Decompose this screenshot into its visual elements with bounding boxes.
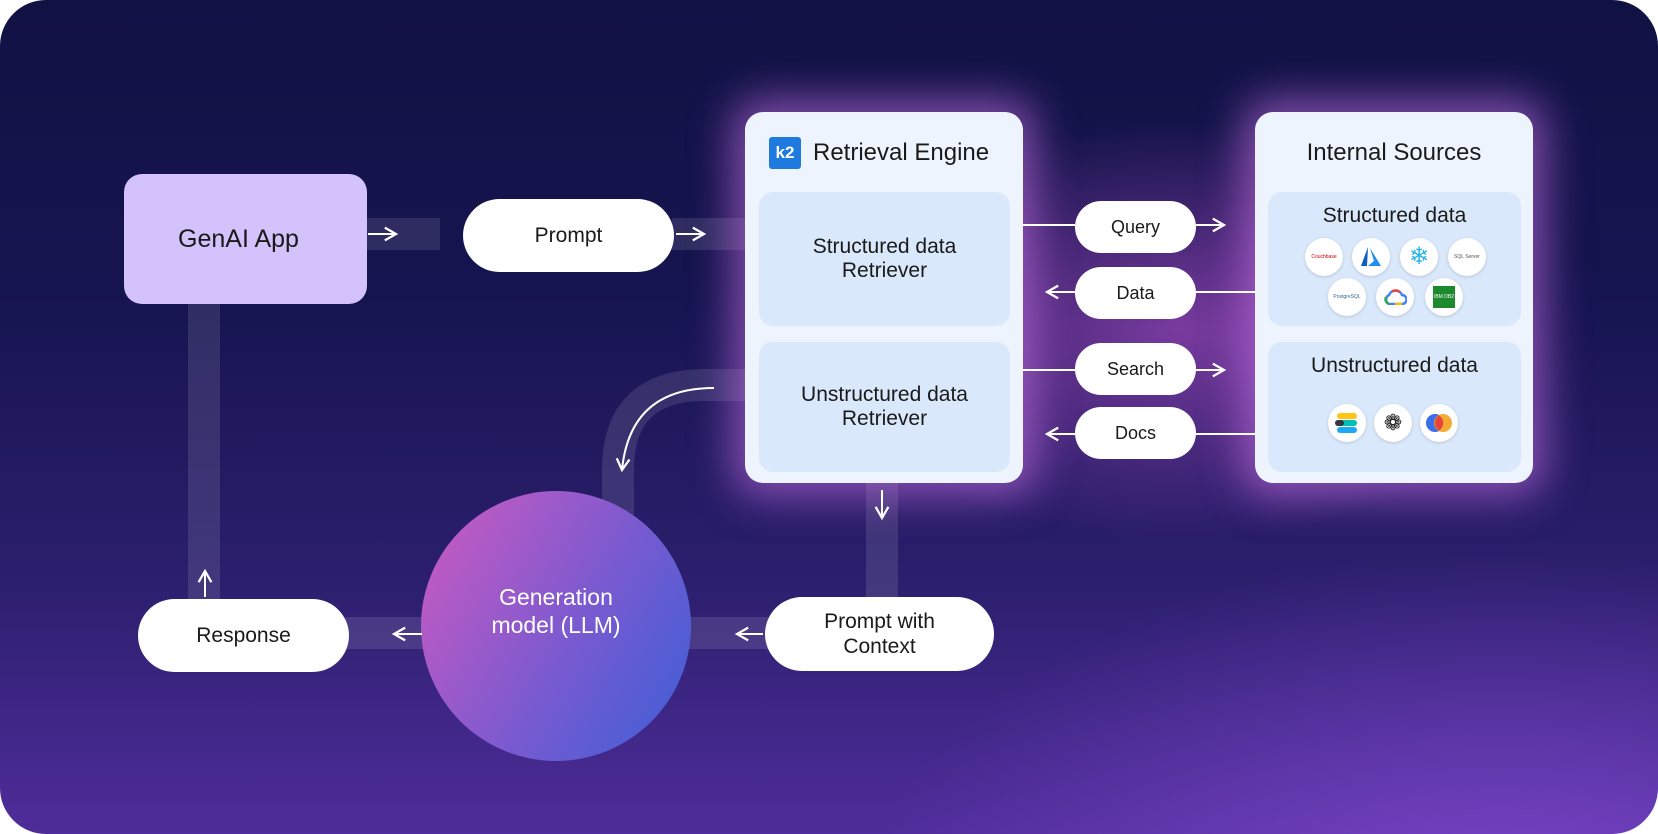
google-cloud-logo bbox=[1376, 278, 1414, 316]
postgresql-logo: PostgreSQL bbox=[1328, 278, 1366, 316]
retrieval-engine-panel: k2 Retrieval Engine Structured data Retr… bbox=[745, 112, 1023, 483]
data-connector: Data bbox=[1075, 267, 1196, 319]
k2-logo-text: k2 bbox=[775, 143, 795, 162]
query-label: Query bbox=[1110, 216, 1161, 237]
response-node: Response bbox=[138, 599, 349, 672]
genai-app-box: GenAI App bbox=[124, 174, 367, 304]
genai-app-label: GenAI App bbox=[178, 224, 299, 253]
band-response-to-app bbox=[188, 255, 220, 601]
openai-logo: ❁ bbox=[1374, 404, 1412, 442]
search-label: Search bbox=[1106, 358, 1165, 379]
internal-sources-title: Internal Sources bbox=[1306, 139, 1482, 166]
query-connector: Query bbox=[1075, 201, 1196, 253]
docs-connector: Docs bbox=[1075, 407, 1196, 459]
prompt-with-context-label: Prompt with Context bbox=[824, 610, 935, 658]
azure-logo bbox=[1352, 238, 1390, 276]
search-connector: Search bbox=[1075, 343, 1196, 395]
couchbase-logo: Couchbase bbox=[1305, 238, 1343, 276]
snowflake-logo: ❄ bbox=[1400, 238, 1438, 276]
structured-data-box: Structured data Couchbase ❄ SQL Server P… bbox=[1268, 192, 1521, 326]
overlapping-circles-logo bbox=[1420, 404, 1458, 442]
ibm-db2-logo: IBM DB2 bbox=[1425, 278, 1463, 316]
unstructured-retriever-box: Unstructured data Retriever bbox=[759, 342, 1010, 472]
arrow-engine-to-llm-curve bbox=[615, 387, 715, 473]
structured-data-title: Structured data bbox=[1322, 204, 1467, 227]
unstructured-retriever-label: Unstructured data Retriever bbox=[801, 383, 968, 430]
elastic-logo bbox=[1328, 404, 1366, 442]
internal-sources-panel: Internal Sources Structured data Couchba… bbox=[1255, 112, 1533, 483]
generation-model-label: Generation model (LLM) bbox=[491, 584, 621, 638]
retrieval-engine-title: Retrieval Engine bbox=[813, 139, 990, 166]
unstructured-data-box: Unstructured data ❁ bbox=[1268, 342, 1521, 472]
response-label: Response bbox=[196, 624, 291, 647]
prompt-label: Prompt bbox=[534, 224, 603, 247]
prompt-with-context-node: Prompt with Context bbox=[765, 597, 994, 671]
prompt-node: Prompt bbox=[463, 199, 674, 272]
sql-server-logo: SQL Server bbox=[1448, 238, 1486, 276]
data-label: Data bbox=[1116, 282, 1155, 303]
structured-retriever-box: Structured data Retriever bbox=[759, 192, 1010, 326]
generation-model-circle: Generation model (LLM) bbox=[421, 491, 691, 761]
k2-logo: k2 bbox=[769, 137, 801, 169]
structured-retriever-label: Structured data Retriever bbox=[812, 235, 957, 282]
docs-label: Docs bbox=[1114, 422, 1156, 443]
unstructured-data-title: Unstructured data bbox=[1311, 354, 1478, 377]
